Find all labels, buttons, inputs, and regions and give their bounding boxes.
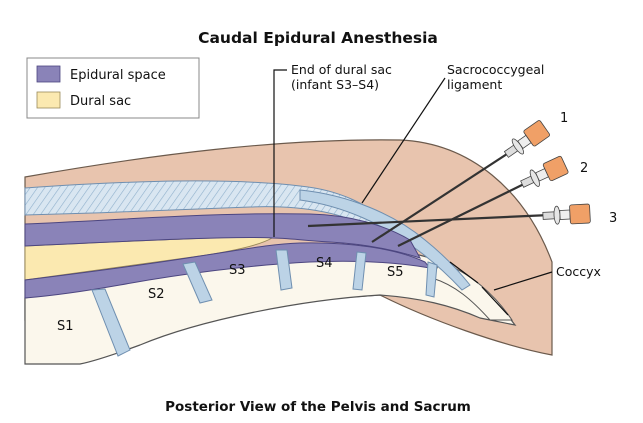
legend-swatch-dural — [36, 91, 61, 109]
dural-end-label-line1: End of dural sac — [291, 62, 392, 77]
disc-s5-coccyx — [425, 261, 438, 298]
needle-number-2: 2 — [580, 161, 588, 176]
disc-s3-s4 — [275, 249, 293, 291]
ligament-label-line1: Sacrococcygeal — [447, 62, 544, 77]
needle-2-shaft — [397, 181, 529, 247]
ligament-leader — [361, 77, 446, 204]
ligament-label-line2: ligament — [447, 77, 502, 92]
needle-3-hub — [542, 203, 591, 225]
vertebra-label-s1: S1 — [57, 319, 74, 334]
needle-1-shaft — [371, 151, 511, 243]
needle-number-3: 3 — [609, 211, 617, 226]
needle-3-shaft — [307, 213, 551, 228]
legend-label-epidural: Epidural space — [70, 68, 166, 83]
legend-swatch-epidural — [36, 65, 61, 83]
needle-2-hub — [520, 155, 569, 188]
dural-end-leader — [273, 69, 287, 237]
needle-1-hub — [503, 120, 550, 158]
needle-number-1: 1 — [560, 111, 568, 126]
vertebra-label-s5: S5 — [387, 265, 404, 280]
epidural-space-lower — [24, 242, 432, 299]
disc-s2-s3 — [182, 261, 213, 304]
legend: Epidural space Dural sac — [26, 57, 200, 119]
legend-label-dural: Dural sac — [70, 94, 131, 109]
coccyx-label: Coccyx — [556, 264, 601, 279]
disc-s4-s5 — [352, 251, 367, 291]
vertebra-label-s2: S2 — [148, 287, 165, 302]
vertebra-label-s3: S3 — [229, 263, 246, 278]
vertebra-label-s4: S4 — [316, 256, 333, 271]
coccyx-leader — [449, 261, 553, 316]
sacrococcygeal-ligament — [299, 189, 471, 291]
disc-s1-s2 — [91, 288, 131, 357]
dural-end-label-line2: (infant S3–S4) — [291, 77, 379, 92]
diagram-title: Caudal Epidural Anesthesia — [198, 29, 438, 47]
diagram-caption: Posterior View of the Pelvis and Sacrum — [165, 399, 471, 415]
